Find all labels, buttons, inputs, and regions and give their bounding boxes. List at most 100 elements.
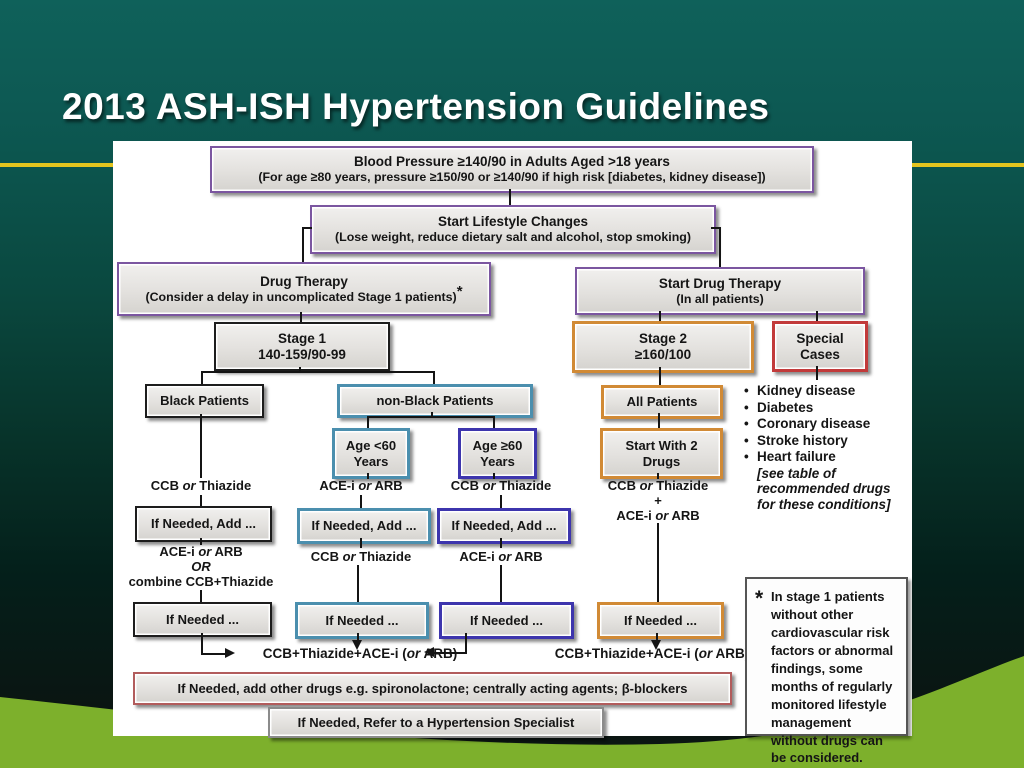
connector xyxy=(719,227,721,267)
connector xyxy=(816,311,818,321)
box-if-needed-add-col2: If Needed, Add ... xyxy=(297,508,431,544)
combo-line2: ACE-i or ARB xyxy=(592,507,724,524)
arrowhead-down-icon xyxy=(352,640,362,650)
connector xyxy=(500,538,502,548)
connector xyxy=(200,414,202,478)
connector xyxy=(656,633,658,641)
drug-text: Thiazide xyxy=(495,478,552,493)
text-col3-drug2: ACE-i or ARB xyxy=(435,549,567,565)
box-if-needed-add-col1: If Needed, Add ... xyxy=(135,506,272,542)
box-special-cases: Special Cases xyxy=(772,321,868,372)
text-col1-drug1: CCB or Thiazide xyxy=(130,478,272,494)
combo-line1: CCB or Thiazide xyxy=(592,478,724,494)
box-stage1: Stage 1 140-159/90-99 xyxy=(214,322,390,371)
connector xyxy=(433,652,467,654)
label: If Needed, Add ... xyxy=(151,516,256,532)
footnote-box: * In stage 1 patients without other card… xyxy=(745,577,908,765)
box-all-patients: All Patients xyxy=(601,385,723,419)
text-col1-drug2: ACE-i or ARB OR combine CCB+Thiazide xyxy=(110,544,292,589)
connector xyxy=(360,538,362,548)
connector xyxy=(500,565,502,602)
box-age-over60: Age ≥60 Years xyxy=(458,428,537,479)
box-start-drug-line2: (In all patients) xyxy=(676,291,764,306)
connector xyxy=(299,367,301,373)
connector xyxy=(302,227,312,229)
box-all-patients-label: All Patients xyxy=(626,394,698,410)
box-if-needed-col3: If Needed ... xyxy=(439,602,574,639)
or-word: or xyxy=(406,646,421,661)
box-lifestyle-changes: Start Lifestyle Changes (Lose weight, re… xyxy=(310,205,716,254)
box-drug-therapy: Drug Therapy (Consider a delay in uncomp… xyxy=(117,262,491,316)
box-start-drug-line1: Start Drug Therapy xyxy=(658,275,782,291)
or-word: or xyxy=(482,478,496,493)
drug-text: CCB xyxy=(310,549,343,564)
box-special-line2: Cases xyxy=(800,346,840,362)
connector xyxy=(465,633,467,654)
drug-text: CCB+Thiazide+ACE-i ( xyxy=(262,646,407,661)
box-age-under60-line2: Years xyxy=(353,453,389,469)
or-caps: OR xyxy=(110,559,292,575)
or-word: or xyxy=(182,478,196,493)
connector xyxy=(300,312,302,322)
asterisk-marker: * xyxy=(755,587,764,610)
box-stage2: Stage 2 ≥160/100 xyxy=(572,321,754,373)
combine-line: combine CCB+Thiazide xyxy=(128,573,274,589)
box-age-over60-line1: Age ≥60 xyxy=(472,438,523,454)
drug-text: CCB xyxy=(150,478,183,493)
connector xyxy=(657,523,659,602)
connector xyxy=(509,189,511,205)
connector xyxy=(493,416,495,428)
arrowhead-left-icon xyxy=(424,647,434,657)
drug-text: Thiazide xyxy=(652,478,709,493)
drug-text: Thiazide xyxy=(355,549,412,564)
text-triple-right: CCB+Thiazide+ACE-i (or ARB) xyxy=(532,646,772,661)
drug-text: CCB xyxy=(450,478,483,493)
connector xyxy=(360,495,362,508)
label: If Needed ... xyxy=(470,612,543,628)
connector xyxy=(201,633,203,655)
drug-text: ARB xyxy=(371,478,403,493)
connector xyxy=(711,227,721,229)
box-start-with-2-drugs: Start With 2 Drugs xyxy=(600,428,723,479)
connector xyxy=(200,590,202,602)
connector xyxy=(367,416,369,428)
box-if-needed-col2: If Needed ... xyxy=(295,602,429,639)
connector xyxy=(200,538,202,545)
arrowhead-right-icon xyxy=(225,648,235,658)
box-if-needed-col4: If Needed ... xyxy=(597,602,724,639)
box-age-under60: Age <60 Years xyxy=(332,428,410,479)
drug-text: CCB xyxy=(607,478,640,493)
box-drug-therapy-note: (Consider a delay in uncomplicated Stage… xyxy=(145,289,457,304)
drug-text: ARB xyxy=(511,549,543,564)
combo-plus: + xyxy=(654,492,662,508)
drug-text: ACE-i xyxy=(159,544,199,559)
box-drug-therapy-line2: (Consider a delay in uncomplicated Stage… xyxy=(145,284,462,304)
connector xyxy=(500,495,502,508)
box-other-drugs: If Needed, add other drugs e.g. spironol… xyxy=(133,672,732,705)
label: If Needed ... xyxy=(166,611,239,627)
label: If Needed, Refer to a Hypertension Speci… xyxy=(297,714,575,730)
list-item: Stroke history xyxy=(742,433,910,449)
list-item: Heart failure xyxy=(742,449,910,465)
label: If Needed, Add ... xyxy=(451,518,557,534)
box-nonblack-patients-label: non-Black Patients xyxy=(376,393,494,409)
list-item: Coronary disease xyxy=(742,416,910,432)
connector xyxy=(201,653,225,655)
drug-text: ARB xyxy=(211,544,243,559)
connector xyxy=(200,495,202,506)
box-age-over60-line2: Years xyxy=(480,453,515,469)
drug-text: ARB) xyxy=(712,646,750,661)
label: If Needed ... xyxy=(325,612,399,628)
line: ACE-i or ARB xyxy=(110,544,292,560)
or-word: or xyxy=(498,549,512,564)
box-blood-pressure-line1: Blood Pressure ≥140/90 in Adults Aged >1… xyxy=(354,154,670,170)
text-col2-drug1: ACE-i or ARB xyxy=(295,478,427,494)
text-col4-combo: CCB or Thiazide + ACE-i or ARB xyxy=(592,478,724,524)
or-word: or xyxy=(639,478,653,493)
drug-text: ARB xyxy=(668,507,700,523)
connector xyxy=(302,227,304,262)
or-word: or xyxy=(655,507,669,523)
connector xyxy=(433,371,435,384)
